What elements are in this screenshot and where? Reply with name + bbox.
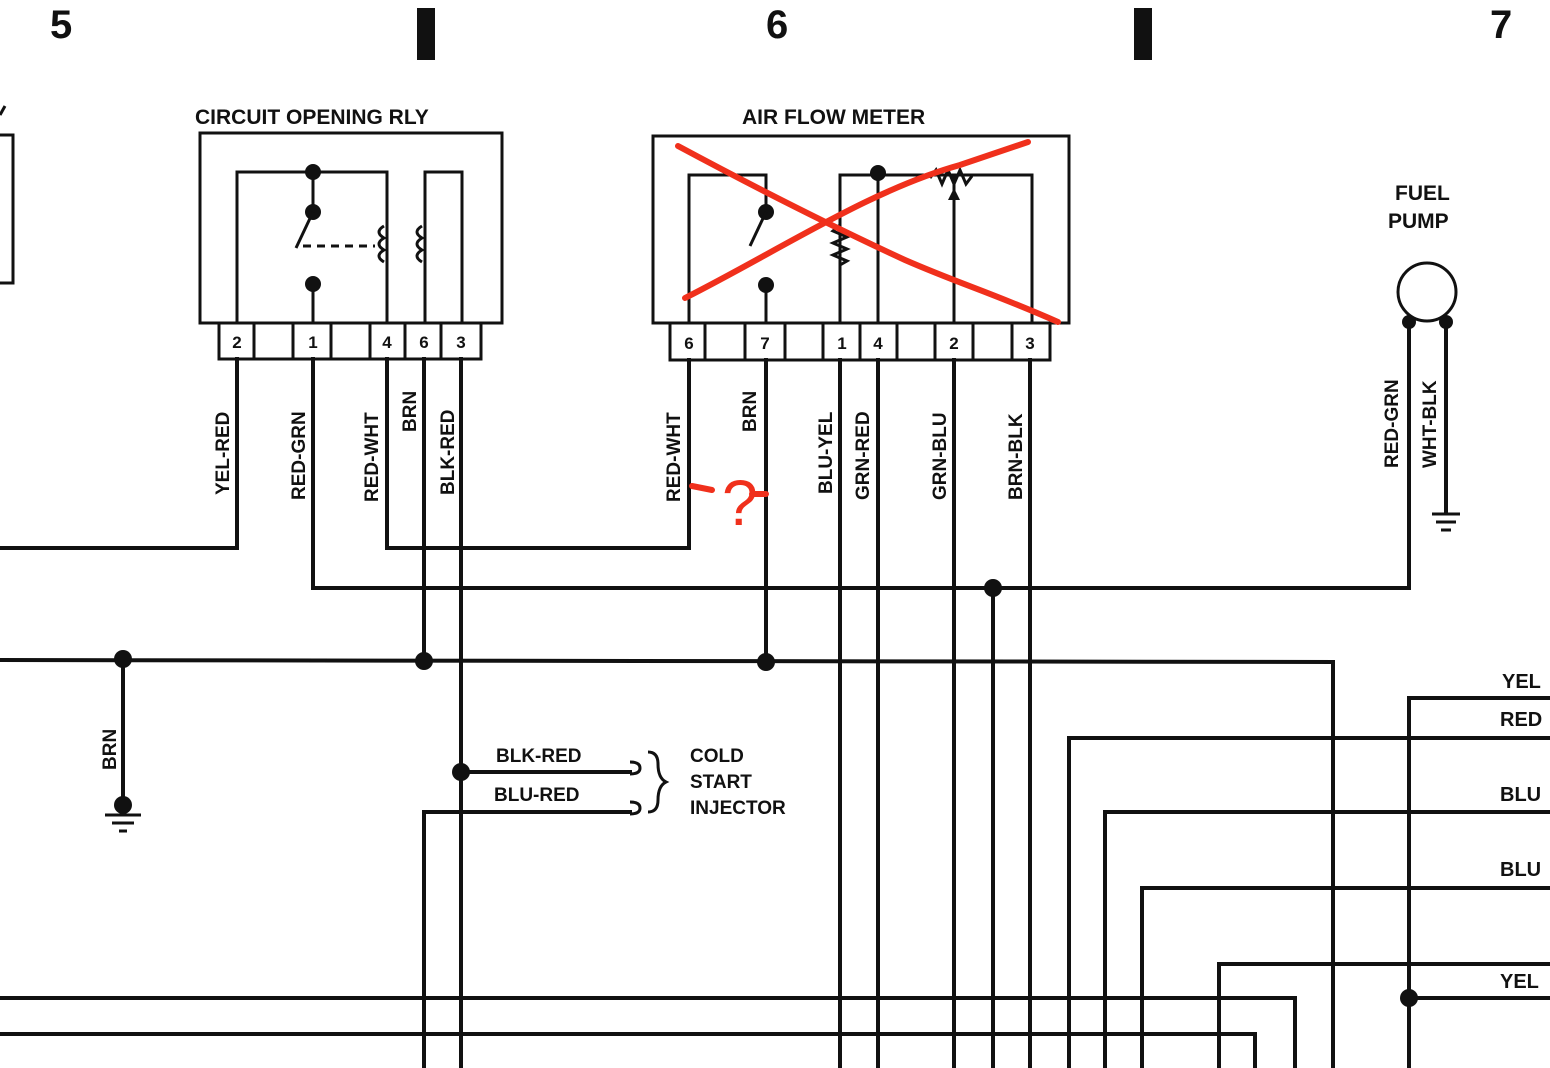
- column-number-7: 7: [1490, 3, 1512, 47]
- relay-pin-4: 4: [382, 333, 392, 352]
- fuel-pump-wire-label: WHT-BLK: [1420, 380, 1441, 468]
- cross-out-mark: [675, 143, 1061, 325]
- afm-wire-label: BLU-YEL: [816, 411, 837, 494]
- afm-pin-2: 2: [949, 334, 958, 353]
- edge-wire-label: BLU: [1500, 784, 1541, 806]
- afm-pin-3: 3: [1025, 334, 1034, 353]
- afm-pin-6: 6: [684, 334, 693, 353]
- relay-pin-2: 2: [232, 333, 241, 352]
- fuel-pump-wire-label: RED-GRN: [1382, 379, 1403, 468]
- afm-title: AIR FLOW METER: [742, 106, 925, 129]
- relay-wire-label: RED-GRN: [289, 411, 310, 500]
- relay-wire-label: BRN: [400, 391, 421, 432]
- edge-wire-label: BLU: [1500, 859, 1541, 881]
- edge-wire-label: YEL: [1500, 971, 1539, 993]
- relay-pin-3: 3: [456, 333, 465, 352]
- wires: [0, 320, 1550, 1068]
- circuit-opening-relay: CIRCUIT OPENING RLY 2 1 4 6 3 YEL-RED RE…: [195, 106, 504, 502]
- question-mark: ?: [722, 467, 758, 539]
- fuel-pump: FUEL PUMP RED-GRN WHT-BLK: [1382, 182, 1460, 532]
- relay-pin-6: 6: [419, 333, 428, 352]
- afm-wire-label: GRN-BLU: [930, 412, 951, 500]
- csi-title-line3: INJECTOR: [690, 798, 786, 819]
- fuel-pump-title-line1: FUEL: [1395, 182, 1450, 205]
- column-separator: [417, 8, 435, 60]
- fuel-pump-title-line2: PUMP: [1388, 210, 1449, 233]
- ground-wire-label: BRN: [100, 729, 121, 770]
- cold-start-injector: BLK-RED BLU-RED COLD START INJECTOR: [494, 746, 786, 819]
- afm-wire-label: BRN-BLK: [1006, 413, 1027, 500]
- relay-wire-label: RED-WHT: [362, 412, 383, 502]
- afm-pin-7: 7: [760, 334, 769, 353]
- column-number-5: 5: [50, 3, 72, 47]
- csi-title-line1: COLD: [690, 746, 744, 767]
- afm-pin-4: 4: [873, 334, 883, 353]
- relay-title: CIRCUIT OPENING RLY: [195, 106, 429, 129]
- edge-wire-label: RED: [1500, 709, 1542, 731]
- relay-wire-label: BLK-RED: [438, 410, 459, 496]
- cross-out-mark: [682, 139, 1031, 301]
- afm-wire-label: RED-WHT: [664, 412, 685, 502]
- column-separator: [1134, 8, 1152, 60]
- afm-wire-label: BRN: [740, 391, 761, 432]
- afm-pin-1: 1: [837, 334, 846, 353]
- edge-wire-label: YEL: [1502, 671, 1541, 693]
- column-number-6: 6: [766, 3, 788, 47]
- left-partial-component: [0, 105, 15, 285]
- relay-pin-1: 1: [308, 333, 317, 352]
- csi-title-line2: START: [690, 772, 752, 793]
- air-flow-meter: AIR FLOW METER 6 7 1 4 2 3 RED-WHT BRN: [651, 106, 1071, 502]
- red-annotations: ?: [675, 139, 1061, 539]
- afm-wire-label: GRN-RED: [853, 411, 874, 500]
- relay-wire-label: YEL-RED: [213, 412, 234, 495]
- csi-wire-label: BLU-RED: [494, 785, 580, 806]
- csi-wire-label: BLK-RED: [496, 746, 582, 767]
